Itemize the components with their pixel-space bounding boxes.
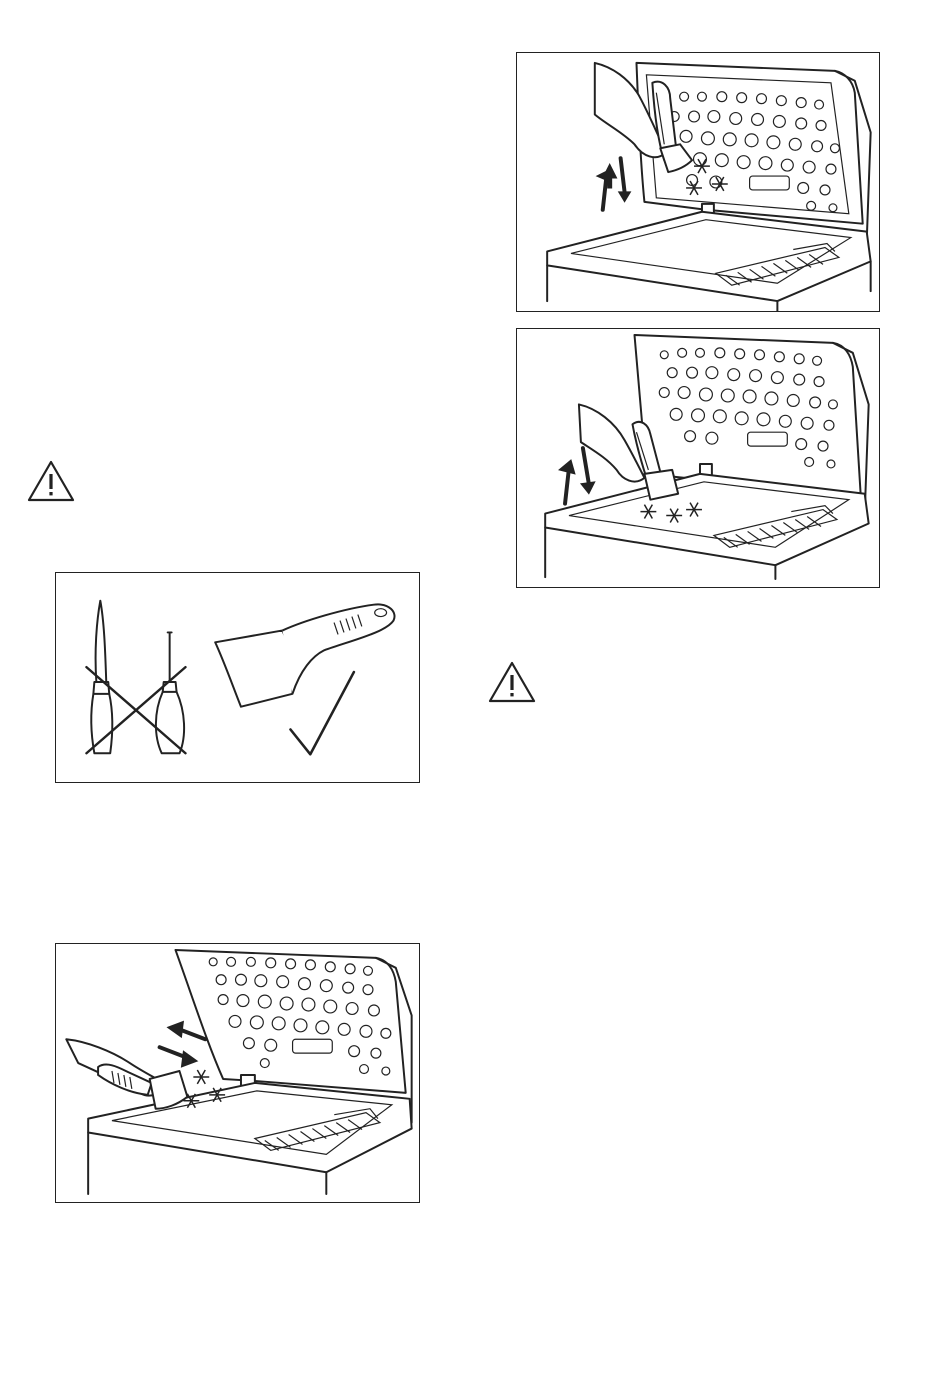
check-mark-icon [290,672,353,754]
screwdriver-icon [156,632,184,753]
plastic-scraper-icon [215,604,394,706]
freezer-edge-scraping-illustration [56,944,419,1202]
warning-triangle-icon [26,459,76,503]
scrape-cabinet-figure [516,328,880,588]
scrape-lid-figure [516,52,880,312]
tools-figure [55,572,420,783]
freezer-lid-scraping-illustration [517,53,879,311]
up-down-arrows-icon [559,448,595,504]
knife-icon [91,601,112,754]
warning-triangle-icon [487,660,537,704]
up-down-arrows-icon [597,158,631,210]
up-down-arrows-icon [160,1021,206,1067]
cross-mark-icon [86,667,185,753]
freezer-cabinet-scraping-illustration [517,329,879,587]
scrape-lid-edge-figure [55,943,420,1203]
